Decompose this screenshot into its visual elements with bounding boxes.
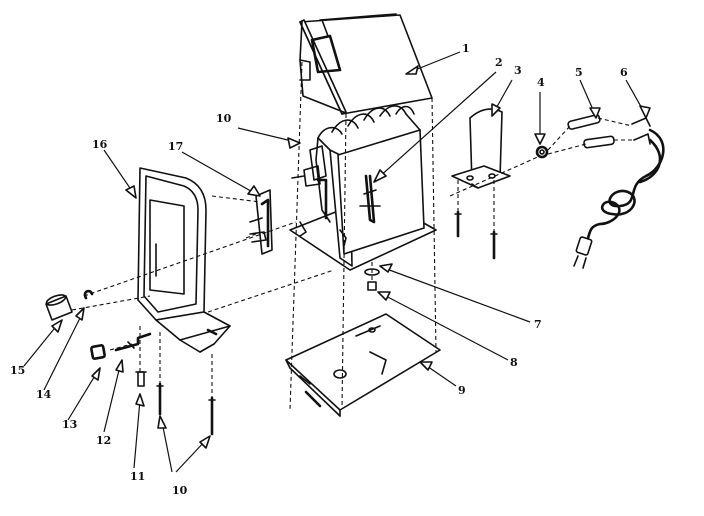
part-4-grommet — [535, 145, 549, 159]
callout-7: 7 — [534, 318, 542, 331]
part-11-foot — [135, 371, 147, 387]
part-14-clip — [83, 289, 94, 300]
part-13-knob — [90, 344, 106, 360]
assembly-lines — [71, 61, 634, 411]
callout-18: 10 — [216, 112, 232, 125]
bracket-screws — [454, 210, 498, 260]
callout-11: 11 — [130, 470, 145, 483]
callout-9: 9 — [458, 384, 466, 397]
part-8-nut — [367, 281, 377, 291]
callout-3: 3 — [514, 64, 522, 77]
callout-1: 1 — [462, 42, 470, 55]
callout-8: 8 — [510, 356, 518, 369]
part-2-chassis-assembly — [289, 105, 437, 271]
part-6-power-cord — [573, 117, 665, 269]
callout-labels: 1 2 3 4 5 6 7 8 9 10 10 11 12 13 14 15 1… — [10, 42, 628, 497]
callout-13: 13 — [62, 418, 77, 431]
callout-5: 5 — [575, 66, 583, 79]
part-3-end-bracket — [451, 108, 511, 189]
callout-16: 16 — [92, 138, 108, 151]
part-16-end-panel — [137, 167, 231, 353]
callout-6: 6 — [620, 66, 628, 79]
part-5-insulating-sleeves — [567, 114, 615, 149]
callout-4: 4 — [537, 76, 545, 89]
callout-10-bottom: 10 — [172, 484, 188, 497]
callout-12: 12 — [96, 434, 111, 447]
part-17-lever-bracket — [249, 189, 273, 255]
part-1-top-cover — [299, 13, 433, 115]
callout-2: 2 — [495, 56, 503, 69]
leader-lines — [23, 51, 651, 473]
part-10-screws — [156, 382, 216, 436]
part-15-button — [45, 294, 73, 321]
part-9-bottom-plate — [285, 313, 441, 417]
part-12-lever — [114, 332, 152, 352]
callout-14: 14 — [36, 388, 52, 401]
callout-17: 17 — [168, 140, 183, 153]
callout-15: 15 — [10, 364, 25, 377]
